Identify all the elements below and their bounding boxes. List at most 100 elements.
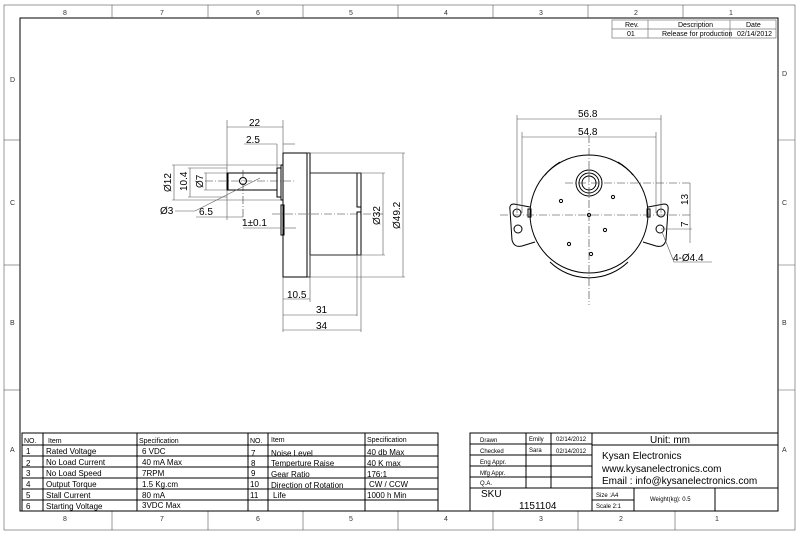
title-block-approvals-0-role-text: Drawn	[480, 438, 497, 444]
circle-shape	[588, 251, 594, 257]
spec-table-left-2-spec-text: 7RPM	[142, 469, 165, 478]
unit-label: Unit: mm	[650, 435, 690, 446]
path-shape	[617, 161, 634, 176]
g-shape	[470, 433, 778, 511]
company-email: Email : info@kysanelectronics.com	[602, 476, 757, 487]
revision-table-headers-0-text: Rev.	[625, 22, 639, 29]
zones-columns-4-text: 4	[444, 516, 448, 523]
locating-pin	[280, 204, 285, 236]
zones-rows-3-text: A	[782, 447, 787, 454]
side-view-dims-d7-text: Ø7	[195, 174, 206, 188]
spec-table-left-4-item-text: Stall Current	[46, 491, 91, 500]
title-block-approvals-1-name-text: Sara	[529, 448, 542, 454]
polyline-shape	[661, 231, 712, 263]
spec-table-left-0-item-text: Rated Voltage	[46, 447, 97, 456]
spec-table-right-4-item-text: Life	[273, 491, 286, 500]
zones-columns-0-text: 8	[63, 10, 67, 17]
spec-table-left-1-item-text: No Load Current	[46, 458, 106, 467]
front-view-dims-d13-text: 13	[680, 193, 691, 205]
zones-columns-7-text: 1	[715, 516, 719, 523]
spec-table-right-1-no-text: 8	[251, 459, 256, 468]
revision-table-headers-2-text: Date	[746, 22, 761, 29]
spec-table-left-5-spec-text: 3VDC Max	[142, 501, 181, 510]
spec-table-headers-3-text: NO.	[250, 438, 263, 445]
zones-columns-1-text: 7	[160, 516, 164, 523]
rect-shape	[646, 208, 651, 218]
spec-table-right-4-spec-text: 1000 h Min	[367, 491, 407, 500]
zones-rows-3-text: A	[10, 447, 15, 454]
polyline-shape	[175, 177, 261, 212]
spec-table-headers-0-text: NO.	[24, 438, 37, 445]
rect-shape	[356, 211, 362, 256]
spec-table-right-2-spec-text: 176:1	[367, 470, 388, 479]
motor-flange	[282, 152, 308, 278]
zones-rows-2-text: B	[10, 320, 15, 327]
zones-columns-5-text: 3	[539, 10, 543, 17]
spec-table: NO. Item Specification NO. Item Specific…	[21, 432, 439, 512]
zones-columns-1-text: 7	[160, 10, 164, 17]
spec-table-left-3-item-text: Output Torque	[46, 480, 97, 489]
g-shape	[172, 120, 405, 332]
side-view-dims-d3-text: Ø3	[160, 206, 174, 217]
circle-shape	[566, 241, 572, 247]
outer-border	[3, 4, 796, 531]
path-shape	[544, 161, 561, 176]
rect-shape	[21, 432, 439, 512]
rev-number: 01	[627, 31, 635, 38]
zone-labels-bottom: 8 7 6 5 4 3 2 1	[63, 516, 719, 523]
spec-table-left-2-no-text: 3	[26, 469, 31, 478]
title-block-weight-text: Weight(kg): 0.5	[650, 497, 691, 503]
spec-table-right-3-item-text: Direction of Rotation	[271, 481, 343, 490]
rev-date: 02/14/2012	[737, 31, 772, 38]
spec-table-left-4-no-text: 5	[26, 491, 31, 500]
spec-table-headers-5-text: Specification	[367, 437, 407, 444]
title-block-sku-label-text: SKU	[481, 489, 502, 500]
zone-ticks	[4, 5, 795, 530]
rect-shape	[276, 167, 282, 198]
zones-rows-2-text: B	[782, 320, 787, 327]
zones-columns-6-text: 2	[634, 10, 638, 17]
rect-shape	[469, 432, 779, 512]
path-shape	[549, 261, 629, 279]
revision-table: Rev. Description Date 01 Release for pro…	[611, 19, 777, 39]
sku-number: 1151104	[519, 501, 557, 512]
front-view-dims-d56-8-text: 56.8	[578, 109, 598, 120]
flange-plate	[306, 152, 311, 278]
spec-table-left-2-item-text: No Load Speed	[46, 469, 102, 478]
zones-columns-3-text: 5	[349, 516, 353, 523]
side-view-dims-d12-text: Ø12	[163, 173, 174, 192]
zones-columns-2-text: 6	[256, 10, 260, 17]
zone-labels-right: D C B A	[782, 71, 787, 454]
side-view-dims-d32-text: Ø32	[372, 206, 383, 225]
mounting-hole	[513, 224, 523, 234]
title-block-approvals-1-role-text: Checked	[480, 449, 504, 455]
company-website: www.kysanelectronics.com	[601, 464, 721, 475]
title-block-scale-text: Scale 2:1	[596, 504, 622, 510]
spec-table-right-3-spec-text: CW / CCW	[369, 480, 409, 489]
zone-labels-top: 8 7 6 5 4 3 2 1	[63, 10, 733, 17]
output-shaft	[226, 172, 278, 191]
spec-table-right-3-no-text: 10	[250, 480, 259, 489]
zones-columns-2-text: 6	[256, 516, 260, 523]
title-block-approvals-1-date-text: 02/14/2012	[556, 449, 587, 455]
spec-table-left-5-item-text: Starting Voltage	[46, 502, 103, 511]
spec-table-headers-2-text: Specification	[139, 438, 179, 445]
g-shape	[516, 115, 712, 263]
zones-columns-3-text: 5	[349, 10, 353, 17]
side-view-dims-d22-text: 22	[249, 118, 261, 129]
zones-columns-5-text: 3	[539, 516, 543, 523]
revision-table-headers-1-text: Description	[678, 22, 713, 29]
zones-rows-1-text: C	[782, 200, 787, 207]
side-view-dims-d34-text: 34	[316, 321, 328, 332]
side-view-dims-d6-5-text: 6.5	[199, 207, 213, 218]
zones-columns-0-text: 8	[63, 516, 67, 523]
title-block-approvals-4-role-text: Q.A.	[480, 481, 492, 487]
title-block-approvals-0-date-text: 02/14/2012	[556, 437, 587, 443]
title-block-approvals-3-role-text: Mfg Appr.	[480, 471, 506, 477]
spec-table-left-5-no-text: 6	[26, 502, 31, 511]
circle-shape	[602, 227, 608, 233]
